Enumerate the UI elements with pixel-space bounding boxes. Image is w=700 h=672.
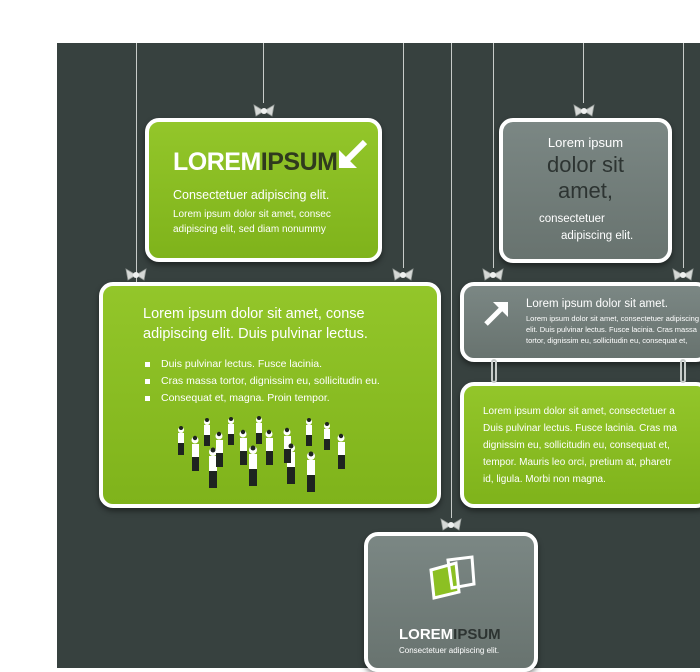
- hanging-string: [683, 43, 684, 268]
- overlapping-squares-logo-icon: [429, 555, 476, 600]
- logo-word-dark: IPSUM: [453, 626, 501, 643]
- card-body-line: Duis pulvinar lectus. Fusce lacinia. Cra…: [483, 423, 677, 434]
- card-line: adipiscing elit.: [561, 230, 634, 242]
- connector-ring: [680, 359, 686, 383]
- ribbon-bow-icon: [440, 518, 462, 531]
- hanging-string: [403, 43, 404, 268]
- bullet-item: Cras massa tortor, dignissim eu, sollici…: [143, 373, 380, 390]
- card-body-line: id, ligula. Morbi non magna.: [483, 474, 606, 485]
- bullet-item: Duis pulvinar lectus. Fusce lacinia.: [143, 356, 380, 373]
- logo-word-light: LOREM: [399, 626, 454, 643]
- logo-wordmark: LOREMIPSUM: [399, 626, 501, 643]
- card-body-line: Lorem ipsum dolor sit amet, consec: [173, 209, 331, 220]
- ribbon-bow-icon: [573, 104, 595, 117]
- ribbon-bow-icon: [253, 104, 275, 117]
- logo-word-light: LOREM: [173, 148, 261, 176]
- logo-wordmark: LOREMIPSUM: [173, 148, 338, 177]
- logo-word-dark: IPSUM: [260, 148, 338, 176]
- card-line-large: dolor sit: [546, 152, 625, 177]
- ribbon-bow-icon: [672, 268, 694, 281]
- card-heading-line: adipiscing elit. Duis pulvinar lectus.: [143, 326, 368, 342]
- card-subtitle: Consectetuer adipiscing elit.: [399, 646, 500, 655]
- bullet-list: Duis pulvinar lectus. Fusce lacinia. Cra…: [143, 356, 380, 407]
- arrow-card-right: Lorem ipsum dolor sit amet. Lorem ipsum …: [460, 282, 700, 362]
- logo-card-top-left: LOREMIPSUM Consectetuer adipiscing elit.…: [145, 118, 382, 262]
- connector-ring: [491, 359, 497, 383]
- card-title: Lorem ipsum dolor sit amet.: [526, 298, 668, 310]
- hanging-string: [583, 43, 584, 103]
- card-body-line: adipiscing elit, sed diam nonummy: [173, 224, 326, 235]
- hanging-string: [451, 43, 452, 518]
- card-line-large: amet,: [557, 178, 614, 203]
- hanging-string: [136, 43, 137, 293]
- arrow-up-right-icon: [484, 302, 508, 326]
- bullet-item: Consequat et, magna. Proin tempor.: [143, 390, 380, 407]
- logo-card-bottom: LOREMIPSUM Consectetuer adipiscing elit.: [364, 532, 538, 672]
- card-small-line: Lorem ipsum dolor sit amet, consectetuer…: [526, 314, 699, 323]
- text-card-top-right: Lorem ipsum dolor sit amet, consectetuer…: [499, 118, 672, 263]
- text-card-green-right: Lorem ipsum dolor sit amet, consectetuer…: [460, 382, 700, 508]
- card-line: consectetuer: [539, 213, 605, 225]
- ribbon-bow-icon: [392, 268, 414, 281]
- ribbon-bow-icon: [482, 268, 504, 281]
- card-small-line: elit. Duis pulvinar lectus. Fusce lacini…: [526, 325, 697, 334]
- card-heading-line: Lorem ipsum dolor sit amet, conse: [143, 306, 365, 322]
- card-body-line: Lorem ipsum dolor sit amet, consectetuer…: [483, 406, 675, 417]
- hanging-string: [493, 43, 494, 268]
- hanging-string: [263, 43, 264, 103]
- card-body-line: tempor. Mauris leo orci, pretium at, pha…: [483, 457, 672, 468]
- card-small-line: tortor, dignissim eu, sollicitudin eu, c…: [526, 336, 688, 345]
- card-line: Lorem ipsum: [547, 135, 624, 150]
- card-subtitle: Consectetuer adipiscing elit.: [173, 188, 330, 202]
- ribbon-bow-icon: [125, 268, 147, 281]
- feature-card-large: Lorem ipsum dolor sit amet, conse adipis…: [99, 282, 441, 508]
- business-people-group-image: [178, 416, 345, 492]
- arrow-down-left-icon: [339, 139, 368, 168]
- card-body-line: dignissim eu, sollicitudin eu, consequat…: [483, 440, 670, 451]
